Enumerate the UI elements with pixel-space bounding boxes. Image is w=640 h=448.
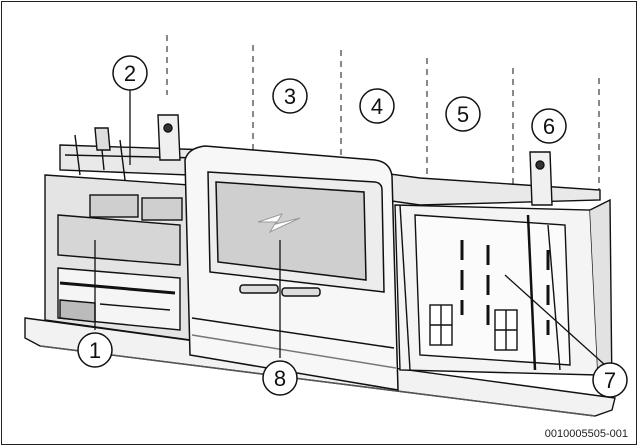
callout-5-label: 5 (457, 102, 469, 127)
right-hanger-clip (529, 151, 553, 206)
leader-lines (94, 90, 606, 366)
callout-2-label: 2 (124, 61, 136, 86)
callout-6: 6 (531, 108, 567, 144)
callout-7: 7 (592, 362, 628, 398)
callout-6-label: 6 (543, 114, 555, 139)
document-code: 0010005505-001 (544, 428, 628, 440)
callout-1-label: 1 (89, 338, 101, 363)
right-module (394, 198, 613, 398)
callout-4: 4 (359, 88, 395, 124)
left-hanger-clip (157, 114, 181, 161)
slot-guide-lines (166, 35, 600, 200)
callout-3-label: 3 (284, 84, 296, 109)
callout-7-label: 7 (604, 368, 616, 393)
callout-8-label: 8 (274, 366, 286, 391)
callout-8: 8 (262, 360, 298, 396)
callout-1: 1 (77, 332, 113, 368)
callout-3: 3 (272, 78, 308, 114)
callout-5: 5 (445, 96, 481, 132)
callout-2: 2 (112, 55, 148, 91)
callout-4-label: 4 (371, 94, 383, 119)
display-unit (184, 145, 399, 391)
leader-line-7 (504, 274, 606, 366)
